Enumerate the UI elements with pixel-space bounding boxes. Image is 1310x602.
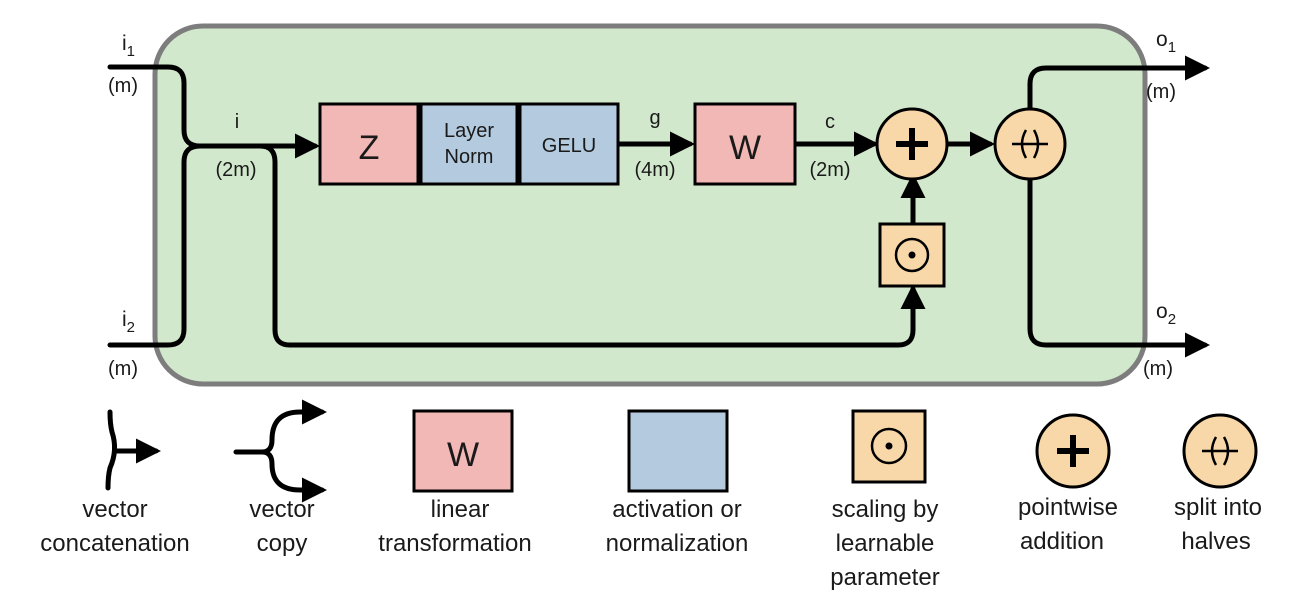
- port-o1-name: o1: [1156, 28, 1176, 56]
- split-halves-op: [993, 107, 1067, 181]
- wire-split-o2: [1027, 175, 1210, 358]
- legend-split-line2: halves: [1181, 528, 1250, 555]
- legend: vector concatenation vector copy W linea…: [40, 399, 1262, 591]
- legend-linear-symbol: W: [447, 436, 479, 474]
- plus-icon: [1057, 435, 1089, 467]
- signal-i-dim: (2m): [215, 159, 256, 181]
- signal-c-dim: (2m): [809, 159, 850, 181]
- legend-addition-line2: addition: [1020, 528, 1104, 555]
- gelu-label: GELU: [542, 135, 596, 157]
- block-gelu: GELU: [518, 102, 620, 186]
- port-i2-name: i2: [122, 308, 135, 336]
- block-layernorm: Layer Norm: [419, 102, 519, 186]
- port-o2-name: o2: [1156, 300, 1176, 328]
- port-o2-sub: 2: [1168, 311, 1176, 328]
- concat-symbol-icon: [105, 409, 161, 491]
- block-w: W: [693, 102, 797, 186]
- wire-split-o1: [1027, 55, 1210, 113]
- signal-g-dim: (4m): [634, 159, 675, 181]
- wire-i1-concat: [107, 64, 203, 149]
- legend-copy: vector copy: [233, 399, 327, 557]
- wire-i2-concat: [107, 143, 203, 348]
- legend-copy-line1: vector: [249, 496, 314, 523]
- legend-addition-line1: pointwise: [1018, 494, 1118, 521]
- block-w-label: W: [729, 129, 761, 167]
- signal-i-name: i: [235, 111, 239, 133]
- port-o1-dim: (m): [1146, 81, 1176, 103]
- legend-split: split into halves: [1174, 413, 1262, 555]
- wire-skip: [257, 143, 926, 348]
- legend-activation-line1: activation or: [612, 496, 741, 523]
- port-i2-letter: i: [122, 308, 127, 331]
- port-i1-sub: 1: [127, 43, 135, 60]
- port-i1: i1 (m): [108, 32, 138, 97]
- port-o2-dim: (m): [1143, 358, 1173, 380]
- legend-split-line1: split into: [1174, 494, 1262, 521]
- port-o1-sub: 1: [1168, 39, 1176, 56]
- legend-scaling-line1: scaling by: [832, 496, 939, 523]
- port-i2-dim: (m): [108, 358, 138, 380]
- legend-activation: activation or normalization: [606, 409, 749, 557]
- layernorm-label-line1: Layer: [444, 120, 494, 142]
- port-i2: i2 (m): [108, 308, 138, 380]
- split-icon: [1202, 436, 1238, 466]
- module-panel: [152, 23, 1148, 387]
- legend-activation-line2: normalization: [606, 530, 749, 557]
- layernorm-label-line2: Norm: [445, 146, 494, 168]
- port-i1-dim: (m): [108, 75, 138, 97]
- dot-circle-icon: [894, 237, 930, 273]
- block-z: Z: [318, 102, 420, 186]
- legend-concat-line1: vector: [82, 496, 147, 523]
- dot-circle-icon: [870, 427, 908, 465]
- signal-c-name: c: [825, 111, 835, 133]
- legend-concat: vector concatenation: [40, 409, 190, 557]
- scaling-op: [878, 222, 946, 288]
- signal-g-name: g: [649, 107, 660, 129]
- legend-addition: pointwise addition: [1018, 413, 1118, 555]
- legend-linear: W linear transformation: [378, 409, 532, 557]
- legend-scaling: scaling by learnable parameter: [830, 409, 940, 591]
- legend-scaling-line2: learnable: [836, 530, 935, 557]
- legend-linear-line1: linear: [431, 496, 490, 523]
- legend-concat-line2: concatenation: [40, 530, 189, 557]
- port-o1: o1 (m): [1146, 28, 1176, 103]
- plus-icon: [896, 128, 928, 160]
- legend-scaling-line3: parameter: [830, 564, 939, 591]
- port-o2: o2 (m): [1143, 300, 1176, 380]
- pointwise-addition-op: [875, 107, 949, 181]
- wires: [107, 55, 1210, 358]
- port-o2-letter: o: [1156, 300, 1168, 323]
- port-i1-letter: i: [122, 32, 127, 55]
- split-icon: [1012, 129, 1048, 159]
- port-o1-letter: o: [1156, 28, 1168, 51]
- block-z-label: Z: [359, 129, 380, 167]
- legend-copy-line2: copy: [257, 530, 308, 557]
- legend-linear-line2: transformation: [378, 530, 531, 557]
- port-i1-name: i1: [122, 32, 135, 60]
- port-i2-sub: 2: [127, 319, 135, 336]
- copy-symbol-icon: [233, 399, 327, 503]
